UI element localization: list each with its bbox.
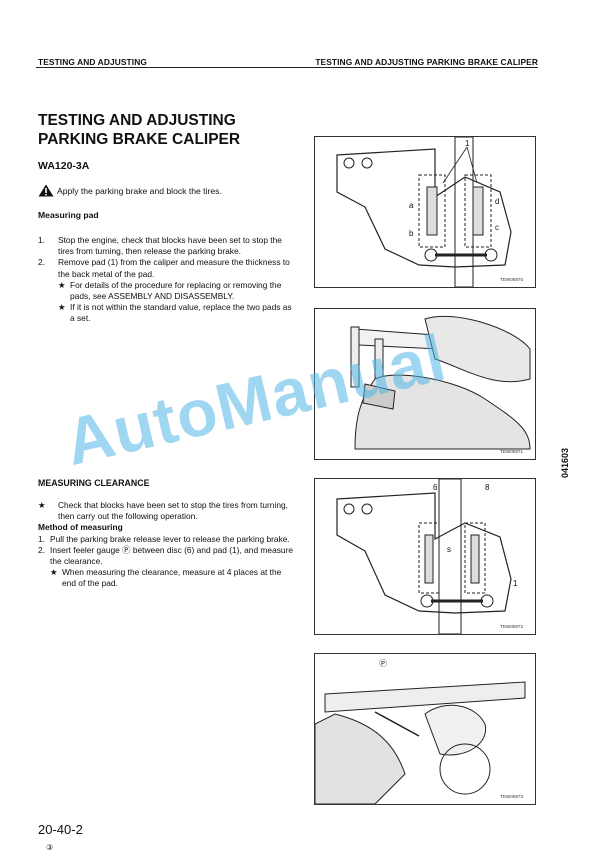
measuring-pad-steps: 1. Stop the engine, check that blocks ha… <box>38 235 296 325</box>
figure-code: TEW00872 <box>500 624 523 629</box>
list-item: ★ Check that blocks have been set to sto… <box>38 500 288 522</box>
list-item: ★ When measuring the clearance, measure … <box>50 567 282 589</box>
figure-feeler-gauge: Ⓟ TEW00873 <box>314 653 536 805</box>
header-rule <box>36 67 538 68</box>
star-icon: ★ <box>58 279 66 290</box>
list-item: ★ For details of the procedure for repla… <box>58 279 282 302</box>
warning-text: Apply the parking brake and block the ti… <box>57 185 222 196</box>
measuring-clearance-heading: MEASURING CLEARANCE <box>38 478 150 488</box>
clearance-caliper-diagram <box>336 479 512 634</box>
star-icon: ★ <box>58 302 66 313</box>
figure-measuring-pad: TEW00871 <box>314 308 536 460</box>
callout-6: 6 <box>433 483 438 492</box>
callout-a: a <box>409 201 414 210</box>
measuring-clearance-steps: ★ Check that blocks have been set to sto… <box>38 500 296 590</box>
caliper-diagram <box>336 137 512 287</box>
callout-1: 1 <box>465 139 470 148</box>
side-code: 041603 <box>560 447 570 478</box>
caliper-measurement-illustration <box>350 315 531 450</box>
header-right: TESTING AND ADJUSTING PARKING BRAKE CALI… <box>315 57 538 67</box>
figure-code: TEW00870 <box>500 277 523 282</box>
header-left: TESTING AND ADJUSTING <box>38 57 147 67</box>
method-heading: Method of measuring <box>38 522 123 533</box>
star-icon: ★ <box>50 567 58 578</box>
page-title: TESTING AND ADJUSTING PARKING BRAKE CALI… <box>38 111 240 149</box>
star-icon: ★ <box>38 500 46 510</box>
callout-1: 1 <box>513 579 518 588</box>
page-title-line1: TESTING AND ADJUSTING <box>38 112 236 129</box>
figure-caliper-pads: 1 a b c d TEW00870 <box>314 136 536 288</box>
callout-d: d <box>495 197 500 206</box>
figure-code: TEW00873 <box>500 794 523 799</box>
callout-c: c <box>495 223 499 232</box>
list-item: 2. Remove pad (1) from the caliper and m… <box>38 257 290 279</box>
callout-p: Ⓟ <box>379 659 387 668</box>
list-item: ★ If it is not within the standard value… <box>58 302 292 324</box>
page-number: 20-40-2 <box>38 822 83 837</box>
warning-note: Apply the parking brake and block the ti… <box>38 184 222 197</box>
callout-b: b <box>409 229 414 238</box>
warning-icon <box>38 184 54 197</box>
callout-8: 8 <box>485 483 490 492</box>
figure-clearance-caliper: 6 8 s 1 TEW00872 <box>314 478 536 635</box>
list-item: 2. Insert feeler gauge Ⓟ between disc (6… <box>38 544 294 567</box>
page-title-line2: PARKING BRAKE CALIPER <box>38 131 241 148</box>
list-item: 1. Stop the engine, check that blocks ha… <box>38 235 282 257</box>
feeler-gauge-illustration <box>315 681 526 804</box>
page-revision: ③ <box>46 843 54 852</box>
list-item: 1. Pull the parking brake release lever … <box>38 533 290 544</box>
measuring-pad-heading: Measuring pad <box>38 210 99 220</box>
callout-s: s <box>447 545 451 554</box>
figure-code: TEW00871 <box>500 449 523 454</box>
model-heading: WA120-3A <box>38 160 90 172</box>
